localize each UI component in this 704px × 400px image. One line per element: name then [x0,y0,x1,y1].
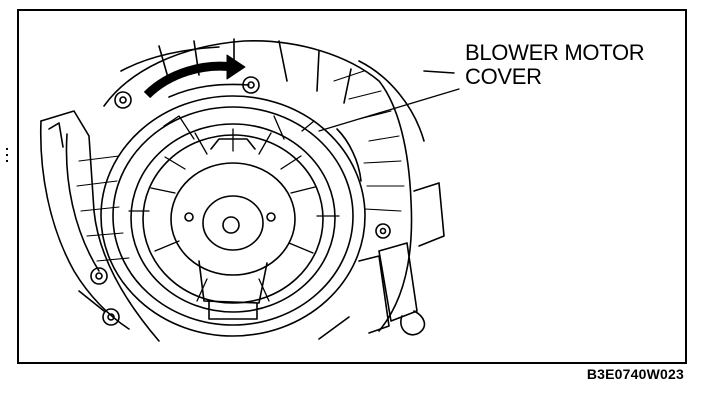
housing-ribs [76,70,405,262]
figure-code: B3E0740W023 [586,366,684,382]
illustration-frame: BLOWER MOTOR COVER [17,9,687,364]
margin-mark [6,148,9,162]
callout-line-2: COVER [465,64,542,89]
motor-hub [170,138,296,320]
fan-spokes [128,115,340,302]
callout-label: BLOWER MOTOR COVER [465,40,645,89]
blower-motor-cover [100,83,366,337]
rotation-arrow-icon [143,54,246,99]
blower-housing [39,38,455,342]
callout-line-1: BLOWER MOTOR [465,40,645,65]
screw-bosses [90,76,391,326]
blower-motor-illustration [39,38,460,342]
callout-leader [318,88,460,132]
